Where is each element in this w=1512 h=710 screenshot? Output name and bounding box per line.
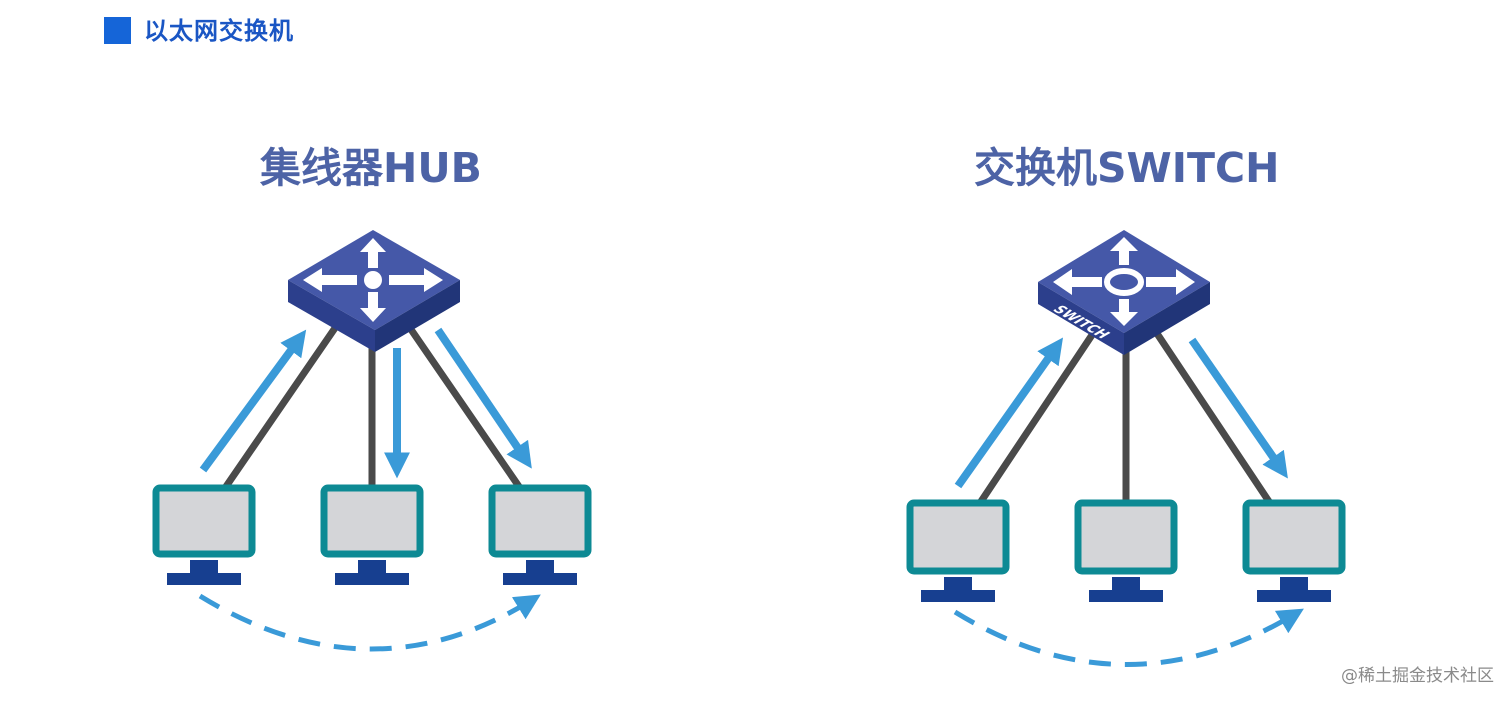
- switch-diagram: SWITCH: [906, 230, 1346, 667]
- hub-arrow-up: [199, 329, 307, 473]
- switch-cables: [976, 331, 1274, 507]
- hub-computer-2: [320, 484, 424, 585]
- switch-computer-3: [1242, 499, 1346, 602]
- switch-cable-right: [1154, 331, 1274, 507]
- watermark: @稀土掘金技术社区: [1341, 666, 1494, 686]
- switch-cable-left: [976, 331, 1096, 507]
- hub-diagram: [152, 230, 592, 652]
- hub-icon: [288, 230, 460, 352]
- switch-arrow-down-right: [1188, 337, 1288, 479]
- switch-dashed-arc: [953, 608, 1304, 667]
- hub-title: 集线器HUB: [260, 144, 482, 192]
- hub-cables: [221, 324, 524, 492]
- switch-computer-1: [906, 499, 1010, 602]
- hub-computer-3: [488, 484, 592, 585]
- hub-dashed-arc: [198, 593, 541, 652]
- switch-arrow-up: [954, 337, 1064, 489]
- hub-cable-left: [221, 324, 339, 492]
- switch-title: 交换机SWITCH: [974, 144, 1280, 192]
- hub-cable-right: [406, 324, 524, 492]
- switch-computer-2: [1074, 499, 1178, 602]
- hub-computer-1: [152, 484, 256, 585]
- hub-arrows: [199, 327, 532, 479]
- page-title: 以太网交换机: [144, 17, 294, 45]
- switch-icon: SWITCH: [1038, 230, 1210, 355]
- switch-arrows: [954, 337, 1288, 489]
- hub-arrow-down-right: [434, 327, 532, 469]
- header-marker-icon: [104, 17, 131, 44]
